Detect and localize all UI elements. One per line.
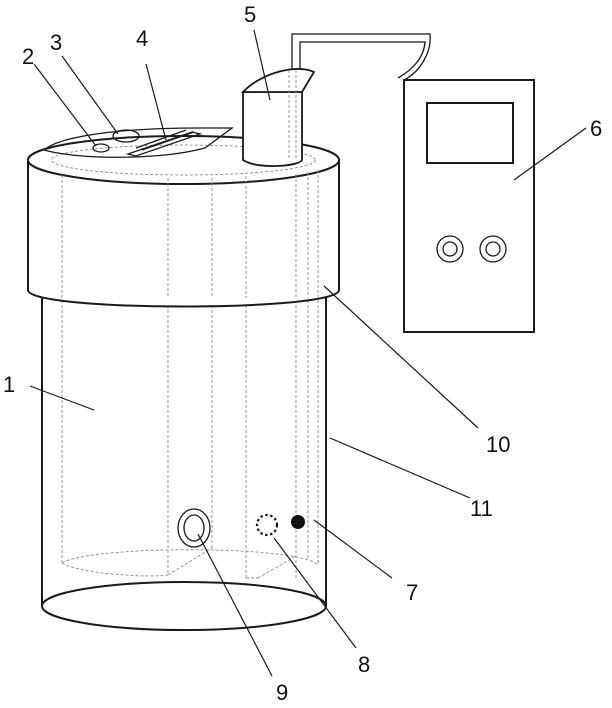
controller-box-6 xyxy=(404,80,534,332)
label-11: 11 xyxy=(470,496,493,521)
label-2: 2 xyxy=(22,44,34,69)
label-9: 9 xyxy=(276,680,288,705)
label-6: 6 xyxy=(590,116,602,141)
label-4: 4 xyxy=(136,26,148,51)
label-7: 7 xyxy=(406,580,418,605)
controller-display xyxy=(427,103,513,163)
label-3: 3 xyxy=(50,30,62,55)
dotted-port-8 xyxy=(257,515,277,535)
container-body xyxy=(42,298,326,630)
label-8: 8 xyxy=(358,652,370,677)
label-10: 10 xyxy=(486,432,510,457)
label-1: 1 xyxy=(3,372,15,397)
outlet-9 xyxy=(178,509,210,547)
sensor-dot-7 xyxy=(291,515,305,529)
label-5: 5 xyxy=(244,2,256,27)
